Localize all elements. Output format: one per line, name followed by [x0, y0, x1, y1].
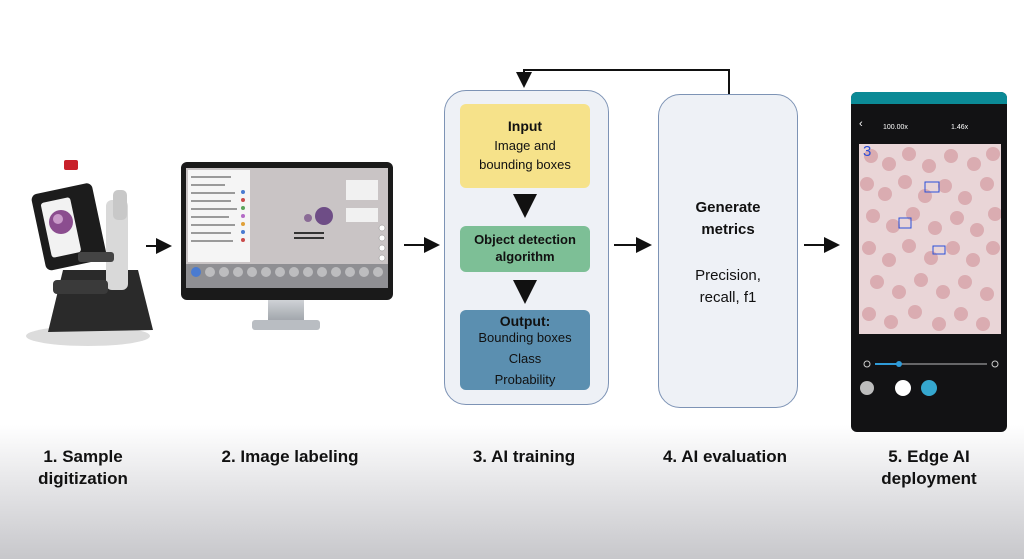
- stage-1-label-line1: 1. Sample: [43, 447, 123, 466]
- stage-2-label: 2. Image labeling: [221, 447, 359, 466]
- stage-5-label-line2: deployment: [881, 469, 977, 488]
- stage-3-label: 3. AI training: [472, 447, 576, 466]
- evaluation-text-line1: Precision,: [695, 267, 761, 284]
- output-box: Output: Bounding boxes Class Probability: [460, 310, 590, 390]
- stage-4-label: 4. AI evaluation: [662, 447, 788, 466]
- phone-count: 3: [863, 143, 872, 160]
- output-line1: Bounding boxes: [478, 330, 572, 345]
- evaluation-title: Generate metrics: [658, 197, 798, 241]
- monitor-base: [252, 320, 320, 330]
- footer-band: [0, 425, 1024, 559]
- stage-5-label-line1: 5. Edge AI: [888, 447, 970, 466]
- blood-smear-image: [859, 144, 1001, 432]
- stage-1-label: 1. Sample digitization: [18, 446, 148, 490]
- input-title: Input: [507, 118, 543, 134]
- phone-status-bar: [851, 92, 1007, 104]
- algorithm-box: Object detection algorithm: [460, 226, 590, 272]
- feedback-arrow: [516, 69, 730, 94]
- evaluation-title-line2: metrics: [701, 221, 755, 238]
- phone-zoom-value: 100.00x: [883, 124, 908, 131]
- output-line3: Probability: [494, 372, 556, 387]
- monitor-image: [181, 162, 393, 300]
- output-line2: Class: [508, 351, 542, 366]
- input-line1: Image and: [494, 138, 556, 153]
- stage-5-label: 5. Edge AI deployment: [864, 446, 994, 490]
- evaluation-panel: [658, 94, 798, 408]
- microscope-image: [26, 160, 153, 346]
- evaluation-metrics: Precision, recall, f1: [658, 265, 798, 309]
- evaluation-text-line2: recall, f1: [699, 289, 757, 306]
- evaluation-title-line1: Generate: [695, 199, 761, 216]
- input-line2: bounding boxes: [479, 157, 571, 172]
- phone-image: ‹ 100.00x 1.46x: [851, 92, 1007, 432]
- algorithm-line2: algorithm: [495, 249, 555, 264]
- phone-back-icon: ‹: [859, 118, 863, 130]
- output-title: Output:: [499, 313, 551, 329]
- monitor-stand: [268, 300, 304, 322]
- labeling-screenshot: [186, 168, 388, 288]
- phone-zoom2-value: 1.46x: [951, 124, 969, 131]
- algorithm-line1: Object detection: [474, 232, 576, 247]
- input-box: Input Image and bounding boxes: [460, 104, 590, 188]
- stage-1-label-line2: digitization: [38, 469, 128, 488]
